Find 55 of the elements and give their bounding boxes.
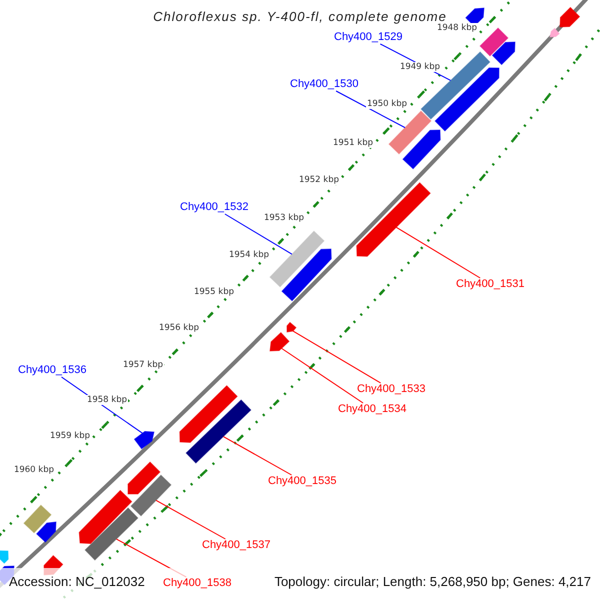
gene-block — [128, 461, 161, 494]
gene-bar — [186, 399, 252, 464]
tick-label: 1960 kbp — [12, 465, 55, 475]
gene-bar — [84, 507, 138, 561]
gene-bar — [388, 110, 432, 154]
gene-label: Chy400_1536 — [18, 364, 87, 377]
tick-label: 1953 kbp — [262, 213, 305, 223]
gene-bar — [479, 27, 509, 57]
gene-label: Chy400_1529 — [334, 31, 403, 44]
accession-text: Accession: NC_012032 — [9, 574, 145, 589]
tick-label: 1958 kbp — [86, 395, 128, 405]
leader-line — [292, 330, 382, 384]
tick-label: 1949 kbp — [398, 62, 441, 72]
gene-bar — [420, 51, 490, 120]
gene-label: Chy400_1532 — [180, 201, 249, 214]
gene-block — [281, 248, 332, 302]
genome-summary-text: Topology: circular; Length: 5,268,950 bp; Genes: 4,217 — [274, 574, 591, 589]
gene-block — [78, 490, 132, 544]
gene-block — [356, 182, 431, 257]
gene-label: Chy400_1538 — [163, 577, 232, 590]
gene-block — [402, 130, 441, 170]
leader-line — [396, 226, 481, 278]
gene-block — [179, 385, 238, 443]
tick-label: 1956 kbp — [158, 323, 200, 333]
gene-label: Chy400_1534 — [338, 403, 407, 416]
tick-label: 1951 kbp — [332, 138, 374, 148]
leader-line — [281, 348, 364, 404]
gene-block — [270, 332, 290, 352]
gene-block — [36, 522, 56, 543]
tick-label: 1950 kbp — [366, 99, 408, 109]
tick-label: 1954 kbp — [228, 250, 270, 260]
gene-label: Chy400_1531 — [456, 278, 525, 291]
gene-block — [286, 322, 297, 332]
gene-block — [0, 550, 9, 564]
gene-block — [560, 6, 580, 28]
tick-label: 1955 kbp — [192, 287, 235, 297]
diagram-title: Chloroflexus sp. Y-400-fl, complete genome — [152, 9, 447, 24]
gene-bar — [130, 474, 172, 516]
gene-label: Chy400_1537 — [202, 539, 271, 552]
leader-line — [222, 436, 292, 476]
leader-line — [336, 90, 406, 128]
gene-block — [550, 28, 560, 38]
leader-line — [156, 500, 226, 540]
gene-label: Chy400_1535 — [268, 475, 337, 488]
gene-bar — [23, 504, 52, 534]
tick-label: 1959 kbp — [48, 431, 91, 441]
tick-label: 1952 kbp — [298, 175, 340, 185]
tick-label: 1957 kbp — [122, 360, 164, 370]
gene-block — [492, 42, 516, 66]
gene-label: Chy400_1533 — [357, 383, 426, 396]
gene-label: Chy400_1530 — [290, 78, 359, 91]
gene-block — [134, 431, 154, 450]
gene-bar — [269, 230, 325, 288]
leader-line — [224, 214, 292, 255]
tick-label: 1948 kbp — [436, 23, 478, 33]
